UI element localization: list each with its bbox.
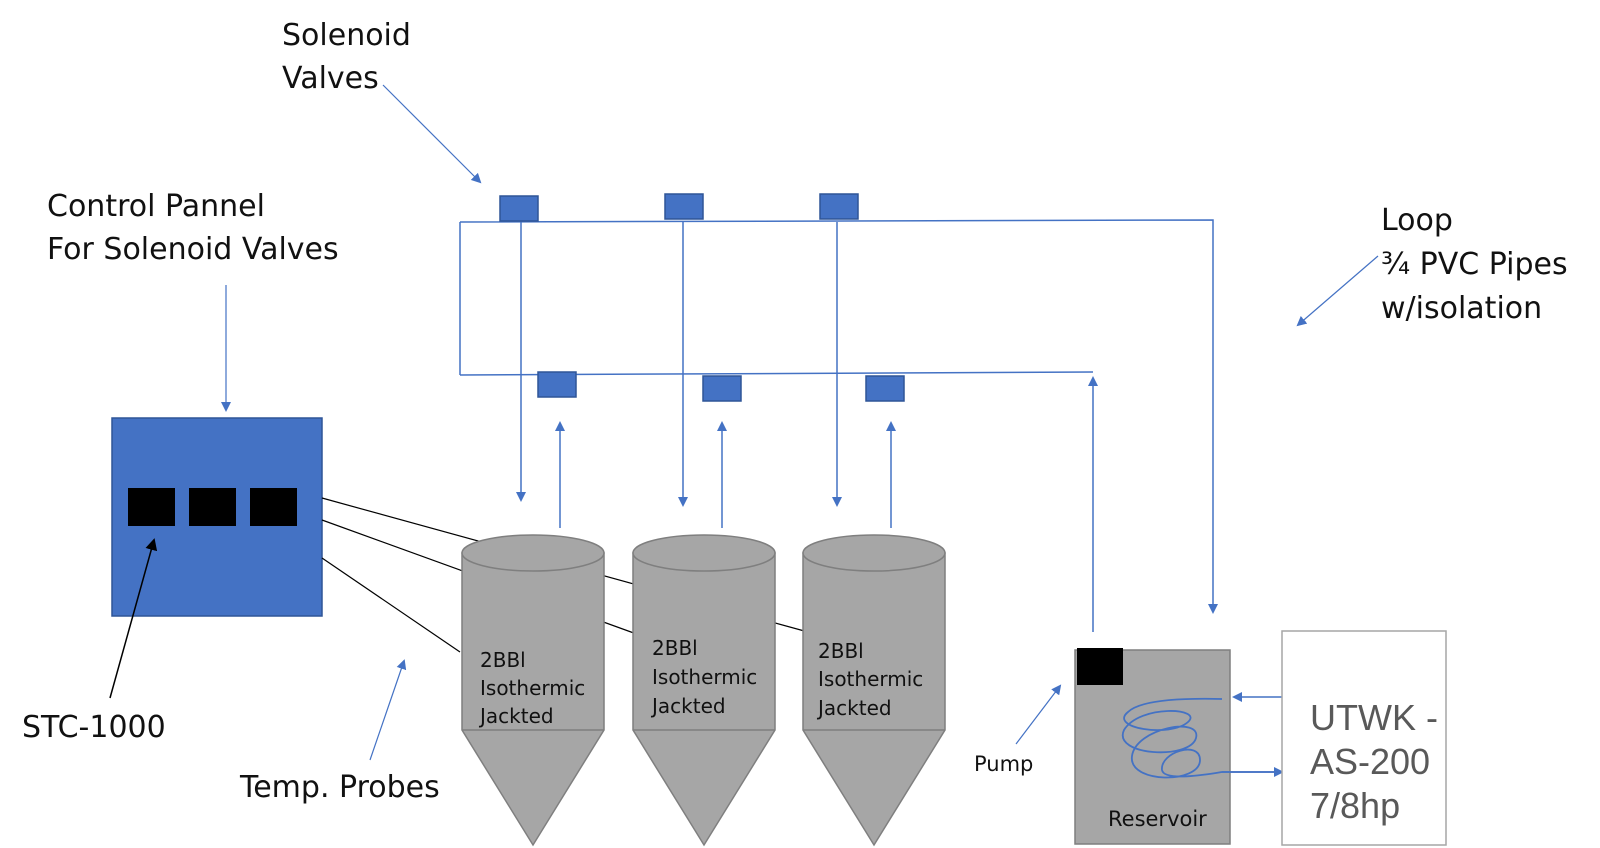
pump-callout-arrow [1015, 684, 1062, 745]
tank-label-line1: 2BBl [818, 639, 864, 663]
control-label-line2: For Solenoid Valves [47, 232, 339, 267]
chiller-unit: UTWK - AS-200 7/8hp [1281, 630, 1447, 846]
tank-label-line3: Jackted [650, 694, 726, 718]
tank-label-line3: Jackted [478, 704, 554, 728]
solenoid-label-line2: Valves [282, 61, 379, 96]
tank-label-line3: Jackted [816, 696, 892, 720]
diagram-labels: Solenoid Valves Control Pannel For Solen… [22, 18, 1568, 805]
solenoid-valve-icon[interactable] [865, 375, 905, 402]
stc-callout-arrow [109, 538, 158, 699]
reservoir: Reservoir [1074, 648, 1275, 845]
stc-display-icon [250, 488, 297, 526]
cooling-coil-icon [1121, 697, 1275, 779]
solenoid-label-line1: Solenoid [282, 18, 411, 53]
temp-probes-label: Temp. Probes [239, 770, 440, 805]
chiller-box [1281, 630, 1447, 846]
tank-top [461, 534, 605, 572]
solenoid-valve-icon[interactable] [819, 193, 859, 220]
control-panel [111, 417, 323, 617]
fermenter-tank-1: 2BBl Isothermic Jackted [461, 534, 605, 847]
pump-label: Pump [974, 752, 1033, 776]
tank-label-line2: Isothermic [652, 665, 757, 689]
stc-display-icon [128, 488, 175, 526]
temp-probes-callout-arrow [369, 659, 407, 761]
tank-top [802, 534, 946, 572]
control-label-line1: Control Pannel [47, 189, 265, 224]
tank-label-line2: Isothermic [480, 676, 585, 700]
loop-label-line2: ¾ PVC Pipes [1381, 247, 1568, 282]
stc-display-icon [189, 488, 236, 526]
chiller-label-line3: 7/8hp [1310, 785, 1400, 826]
tank-top [632, 534, 776, 572]
tank-label-line1: 2BBl [652, 636, 698, 660]
chiller-connections [1222, 692, 1284, 777]
supply-header-pipe [459, 219, 1218, 614]
loop-label-line1: Loop [1381, 203, 1453, 238]
chiller-label-line2: AS-200 [1310, 741, 1430, 782]
solenoid-valve-icon[interactable] [702, 375, 742, 402]
tank-label-line2: Isothermic [818, 667, 923, 691]
stc-label: STC-1000 [22, 710, 166, 745]
reservoir-label: Reservoir [1108, 807, 1207, 831]
solenoid-valve-icon[interactable] [664, 193, 704, 220]
fermenter-tank-2: 2BBl Isothermic Jackted [632, 534, 776, 847]
solenoid-valve-icon[interactable] [537, 371, 577, 398]
fermenter-tank-3: 2BBl Isothermic Jackted [802, 534, 946, 847]
solenoid-valves [499, 193, 905, 402]
tank-label-line1: 2BBl [480, 648, 526, 672]
chiller-label-line1: UTWK - [1310, 697, 1438, 738]
solenoid-callout-arrow [382, 84, 482, 184]
callout-arrows [109, 84, 1379, 761]
loop-label-line3: w/isolation [1381, 291, 1542, 326]
pump-icon [1077, 648, 1123, 685]
loop-callout-arrow [1296, 255, 1379, 327]
solenoid-valve-icon[interactable] [499, 195, 539, 222]
probe-wire-tank-1 [321, 557, 461, 653]
